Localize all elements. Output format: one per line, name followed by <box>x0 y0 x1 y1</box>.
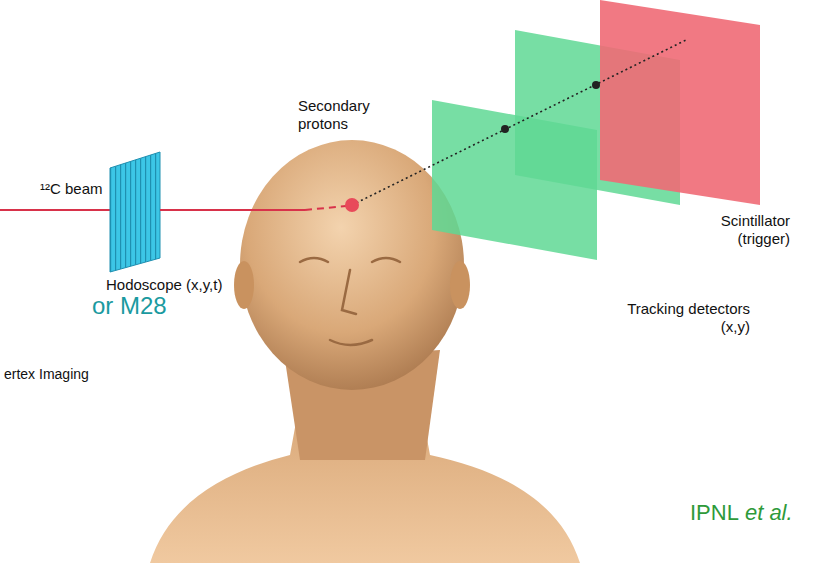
credit: et al. <box>745 500 793 526</box>
part-label: Tracking detectors (x,y) <box>600 300 750 336</box>
beam-line <box>160 209 305 211</box>
head <box>240 140 464 390</box>
hit-point <box>501 125 509 133</box>
ear <box>450 261 470 309</box>
part-label: Hodoscope (x,y,t) <box>106 276 222 294</box>
part-label: Scintillator (trigger) <box>690 212 790 248</box>
proton-track <box>352 40 686 205</box>
hodoscope-plane <box>110 152 160 272</box>
slide-title-fragment: or M28 <box>92 292 167 321</box>
hit-point <box>592 81 600 89</box>
vertex-dot <box>345 198 359 212</box>
part-label: Secondary protons <box>298 97 394 133</box>
beam-line-dashed <box>305 206 346 210</box>
beam-label: ¹²C beam <box>40 180 103 198</box>
face-features <box>300 258 400 345</box>
credit: IPNL <box>690 500 739 526</box>
slide-text-fragment: ertex Imaging <box>4 366 89 383</box>
ear <box>234 261 254 309</box>
scintillator-plane <box>600 0 760 205</box>
